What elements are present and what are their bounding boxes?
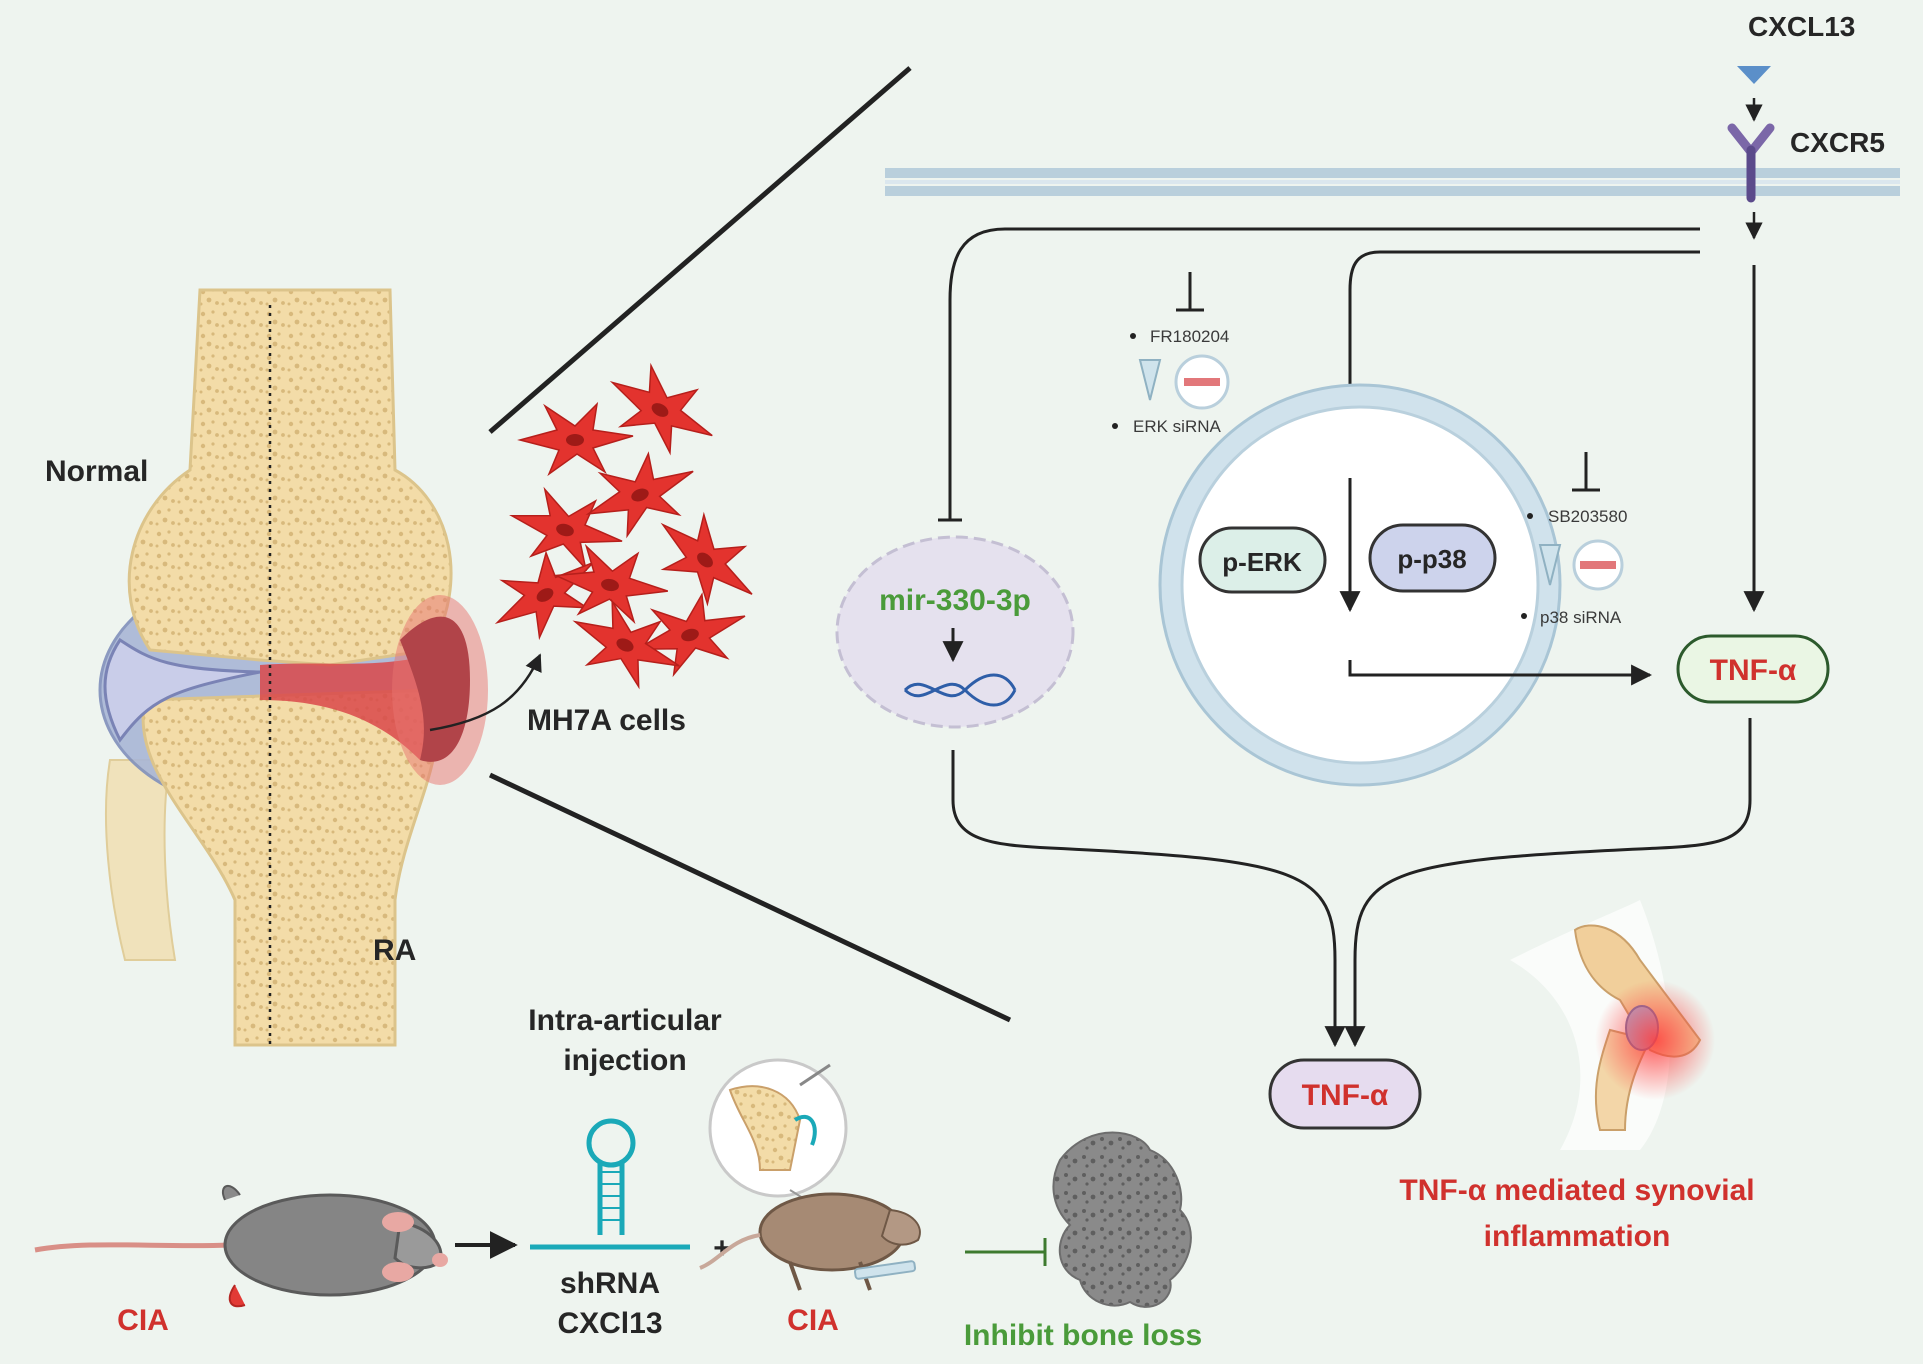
- nucleus-to-tnf-arrow: [1348, 660, 1653, 686]
- pp38-label: p-p38: [1397, 544, 1466, 574]
- bone-fragment-icon: [1052, 1131, 1192, 1308]
- normal-label: Normal: [45, 455, 148, 488]
- mh7a-cell: [660, 511, 753, 607]
- outcome-line-1: TNF-α mediated synovial: [1399, 1174, 1754, 1207]
- cia-label-right: CIA: [787, 1304, 839, 1337]
- tnf-alpha-outer-pill: [1268, 1058, 1422, 1130]
- p38-sirna-tube-icon: [1538, 539, 1624, 591]
- mh7a-cell: [634, 592, 746, 678]
- mirna-inhibition-path: [948, 227, 1700, 520]
- zoom-line-bottom: [488, 772, 1012, 1023]
- nucleus-entry-arrow: [1339, 250, 1700, 435]
- mirna-vesicle: [835, 535, 1075, 729]
- mh7a-cell: [609, 362, 713, 456]
- mh7a-cell: [552, 543, 669, 625]
- shrna-label-line-2: CXCl13: [557, 1307, 662, 1340]
- injection-label-line-1: Intra-articular: [528, 1004, 722, 1037]
- erk-sirna-tube-icon: [1138, 354, 1230, 410]
- inflamed-knee-icon: [1510, 900, 1715, 1150]
- p38-sirna-label: p38 siRNA: [1540, 608, 1622, 627]
- perk-label: p-ERK: [1222, 547, 1302, 577]
- injected-cia-mouse-icon: [699, 1058, 921, 1291]
- tnf-alpha-inner-pill: [1676, 634, 1830, 704]
- mir-330-3p-label: mir-330-3p: [879, 584, 1031, 617]
- cxcr5-receptor-icon: [1727, 123, 1775, 203]
- injection-label-line-2: injection: [563, 1044, 686, 1077]
- shrna-hairpin-icon: [530, 1118, 690, 1250]
- pp38-pill: [1368, 523, 1497, 593]
- mh7a-cell: [585, 451, 694, 539]
- mirna-to-tnf-arrow: [951, 750, 1346, 1048]
- joint-to-cells-arrow: [429, 653, 542, 732]
- tnf-to-tnf-arrow: [1344, 718, 1752, 1048]
- shrna-label-line-1: shRNA: [560, 1267, 660, 1300]
- mh7a-cell: [517, 401, 634, 477]
- knee-joint-illustration: [98, 288, 488, 1047]
- zoom-line-top: [488, 66, 912, 434]
- cell-membrane: [885, 168, 1900, 196]
- mh7a-cell: [572, 598, 680, 690]
- tnf-alpha-outer-label: TNF-α: [1302, 1079, 1389, 1112]
- erk-sirna-label: ERK siRNA: [1133, 417, 1222, 436]
- inhibit-bone-loss-label: Inhibit bone loss: [964, 1319, 1202, 1352]
- tnf-alpha-inner-label: TNF-α: [1710, 654, 1797, 687]
- cxcr5-label: CXCR5: [1790, 127, 1885, 158]
- mh7a-cell-cluster: [494, 362, 753, 690]
- sb203580-label: SB203580: [1548, 507, 1627, 526]
- cia-mouse-icon: [34, 1185, 448, 1308]
- outcome-line-2: inflammation: [1484, 1220, 1671, 1253]
- perk-pill: [1198, 526, 1327, 594]
- fr180204-label: FR180204: [1150, 327, 1229, 346]
- dna-icon: [903, 673, 1017, 707]
- ra-label: RA: [373, 934, 416, 967]
- mh7a-cell: [509, 486, 623, 572]
- cia-label-left: CIA: [117, 1304, 169, 1337]
- cxcl13-ligand-icon: [1737, 66, 1771, 84]
- cxcl13-label: CXCL13: [1748, 11, 1855, 42]
- mh7a-cells-label: MH7A cells: [527, 704, 686, 737]
